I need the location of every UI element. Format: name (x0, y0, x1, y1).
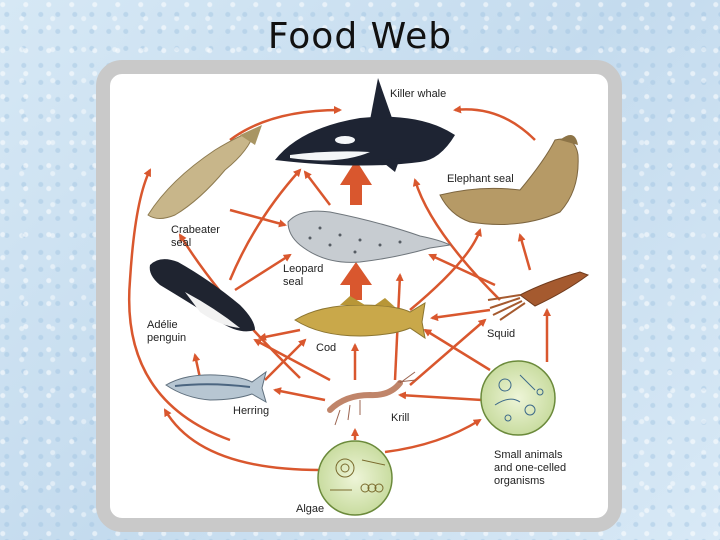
squid-icon (487, 271, 590, 321)
arrow-squid-to-cod (430, 308, 491, 322)
label-crabeater-seal-line2: seal (171, 237, 191, 249)
algae-circle-icon (317, 440, 393, 516)
small-animals-circle-icon (480, 360, 556, 436)
arrow-cod-to-elephant (409, 228, 482, 311)
label-herring: Herring (233, 405, 269, 417)
label-small-animals-line2: and one-celled (494, 462, 566, 474)
arrow-penguin-to-killer (228, 168, 302, 281)
herring-icon (165, 370, 267, 404)
arrow-small-to-cod (423, 328, 491, 372)
label-elephant-seal: Elephant seal (447, 173, 514, 185)
thick-arrow-to-killer (340, 160, 372, 205)
label-cod: Cod (316, 342, 336, 354)
label-algae: Algae (296, 503, 324, 515)
leopard-seal-icon (287, 210, 452, 263)
arrow-krill-to-herring (273, 387, 326, 402)
label-small-animals-line3: organisms (494, 475, 545, 487)
arrow-squid-to-elephant (517, 233, 532, 271)
label-killer-whale: Killer whale (390, 88, 446, 100)
arrow-crabeater-to-leopard (229, 208, 287, 228)
label-adelie-penguin-line1: Adélie (147, 319, 178, 331)
energy-flow-arrows (127, 105, 551, 472)
label-crabeater-seal-line1: Crabeater (171, 224, 220, 236)
label-adelie-penguin-line2: penguin (147, 332, 186, 344)
arrow-krill-to-squid (409, 318, 487, 386)
arrow-herring-to-penguin (192, 353, 202, 379)
arrow-cod-to-penguin (258, 328, 301, 341)
label-leopard-seal-line2: seal (283, 276, 303, 288)
arrow-squid-to-killer (412, 178, 501, 301)
elephant-seal-icon (439, 135, 579, 225)
arrow-squid-to-leopard (428, 253, 496, 287)
arrow-crabeater-to-killer (229, 106, 342, 142)
page-title: Food Web (267, 16, 453, 57)
cod-icon (294, 296, 426, 340)
killer-whale-icon (275, 78, 455, 172)
thick-arrow-to-leopard (340, 262, 372, 300)
krill-icon (327, 371, 417, 426)
label-krill: Krill (391, 412, 409, 424)
arrow-elephant-to-killer (453, 105, 536, 141)
label-leopard-seal-line1: Leopard (283, 263, 323, 275)
arrow-algae-to-small-animals (384, 418, 482, 454)
arrow-small-to-krill (398, 391, 483, 402)
arrow-left-loop (127, 168, 231, 442)
arrow-bottom-loop (163, 408, 321, 472)
crabeater-seal-icon (147, 125, 262, 219)
label-squid: Squid (487, 328, 515, 340)
arrow-herring-to-cod (264, 338, 307, 381)
label-small-animals-line1: Small animals (494, 449, 563, 461)
arrow-penguin-to-leopard (234, 253, 292, 292)
arrow-leopard-to-killer (303, 170, 331, 206)
main-vertical-arrows (340, 160, 372, 300)
adelie-penguin-icon (149, 259, 255, 332)
